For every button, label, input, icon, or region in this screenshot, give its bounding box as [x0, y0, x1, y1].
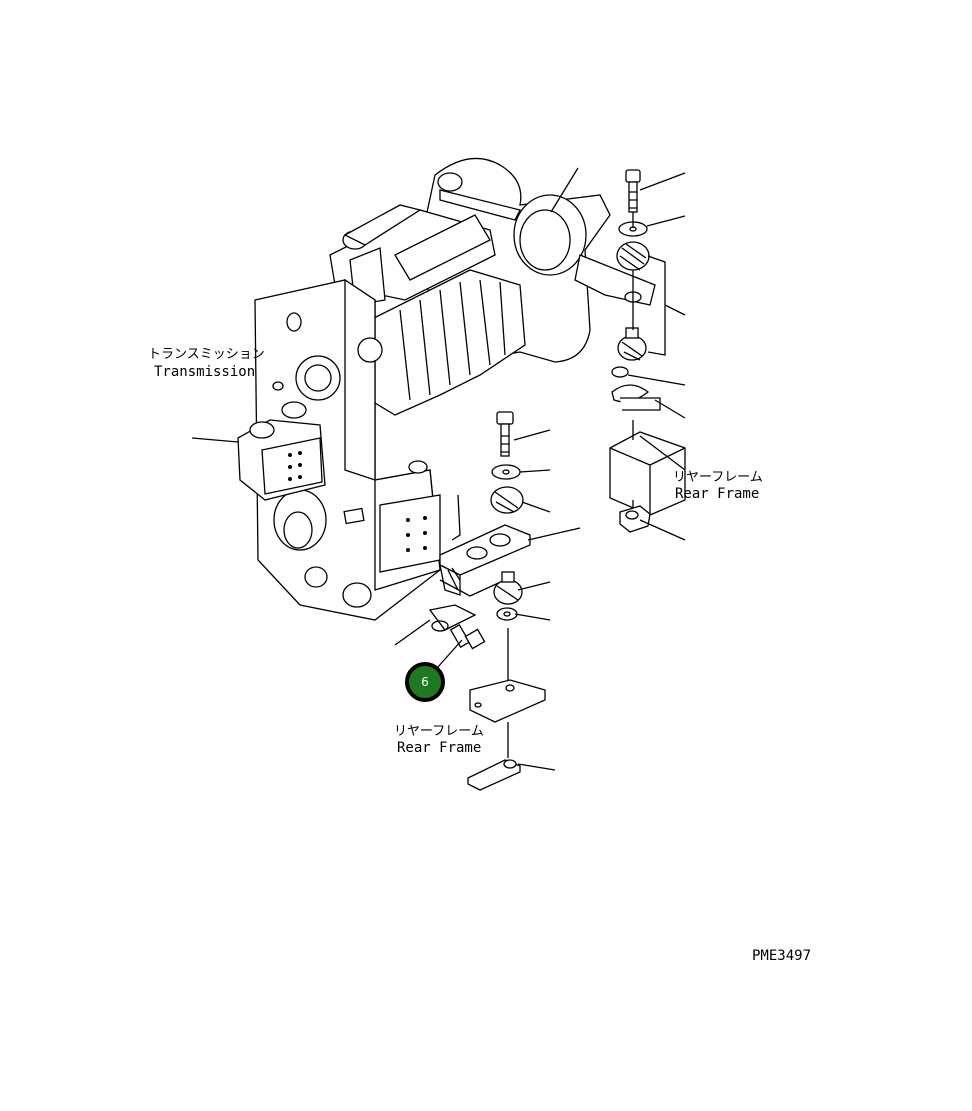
transmission-jp-label: トランスミッション — [148, 347, 265, 362]
transmission-assembly — [237, 157, 656, 621]
right-mount-stack — [609, 169, 686, 533]
rear-frame-bottom-en-label: Rear Frame — [397, 740, 481, 756]
transmission-en-label: Transmission — [154, 364, 255, 380]
label-rear-frame-bottom: リヤーフレーム Rear Frame — [394, 724, 484, 756]
center-mount-stack — [394, 411, 546, 791]
rear-frame-right-en-label: Rear Frame — [675, 486, 759, 502]
label-rear-frame-right: リヤーフレーム Rear Frame — [673, 470, 763, 502]
leader-lines — [191, 167, 686, 771]
rear-frame-right-jp-label: リヤーフレーム — [673, 470, 763, 485]
label-transmission: トランスミッション Transmission — [148, 347, 265, 380]
callout-6-marker[interactable] — [405, 662, 445, 702]
callout-6-number: 6 — [421, 675, 429, 689]
callout-6[interactable]: 6 — [405, 639, 463, 702]
rear-frame-bottom-jp-label: リヤーフレーム — [394, 724, 484, 739]
drawing-number: PME3497 — [752, 948, 811, 964]
